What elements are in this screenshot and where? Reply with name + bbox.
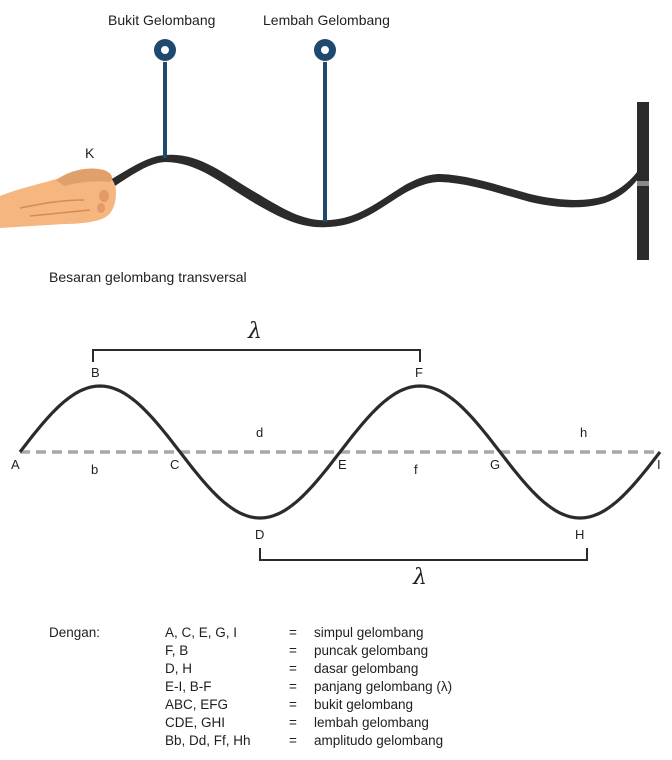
hand-illustration <box>0 168 116 228</box>
crest-pin-label: Bukit Gelombang <box>108 12 216 28</box>
point-label-b: B <box>91 365 100 380</box>
point-label-c: C <box>170 457 180 472</box>
point-label-i: I <box>657 457 661 472</box>
point-label-f: F <box>415 365 423 380</box>
point-label-a: A <box>11 457 20 472</box>
hand-label-k: K <box>85 145 95 161</box>
trough-pin-label: Lembah Gelombang <box>263 12 390 28</box>
point-label-e: E <box>338 457 347 472</box>
section-title: Besaran gelombang transversal <box>49 269 247 285</box>
pin-trough <box>314 39 336 222</box>
point-label-g: G <box>490 457 501 472</box>
lambda-bottom-symbol: λ <box>413 565 427 590</box>
lambda-bracket-top <box>92 349 421 362</box>
point-label-h: H <box>575 527 585 542</box>
pin-crest <box>154 39 176 158</box>
point-label-d: D <box>255 527 265 542</box>
sine-wave <box>18 384 662 520</box>
amplitude-mark-h: h <box>580 425 588 440</box>
lambda-bracket-bottom <box>259 548 588 561</box>
wall-attachment <box>637 181 649 186</box>
amplitude-mark-d: d <box>256 425 264 440</box>
lambda-top-symbol: λ <box>248 319 262 344</box>
amplitude-mark-b: b <box>91 462 99 477</box>
rope <box>110 154 640 228</box>
amplitude-mark-f: f <box>414 462 418 477</box>
